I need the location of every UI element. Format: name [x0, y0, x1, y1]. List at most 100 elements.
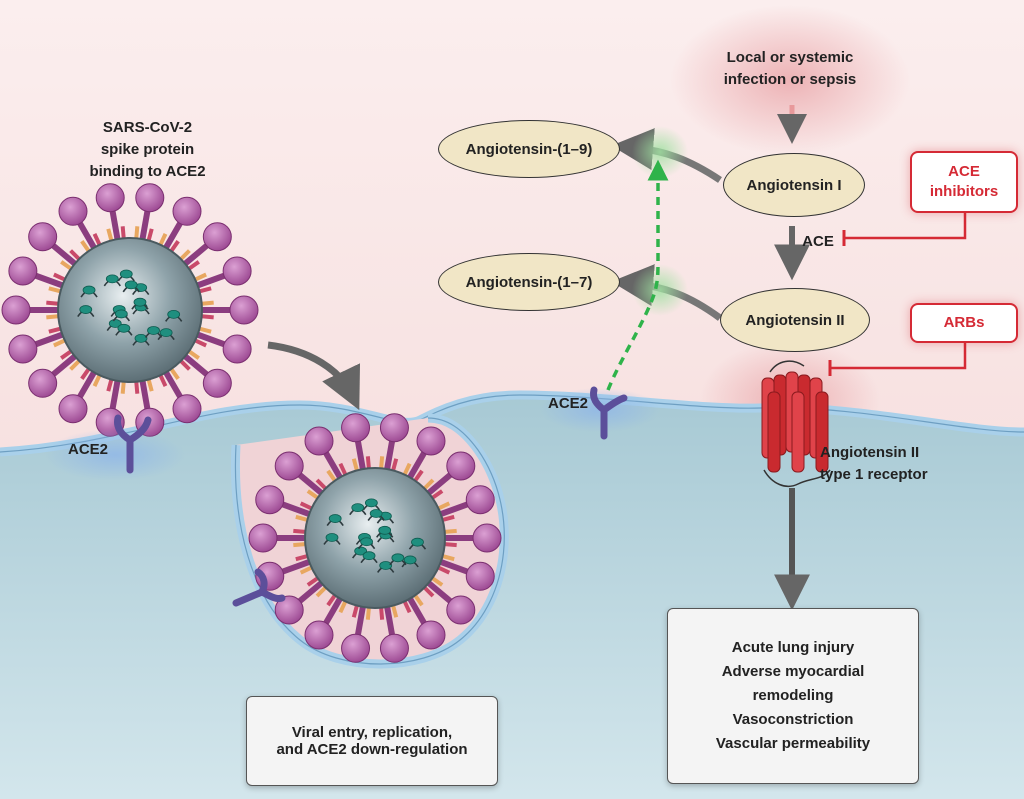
- angiotensin-1-9-oval: Angiotensin-(1–9): [438, 120, 620, 178]
- spike-head: [465, 485, 495, 515]
- receptor-helix: [815, 391, 829, 473]
- spike-head: [341, 413, 371, 443]
- membrane-protein: [92, 374, 102, 387]
- spike-head: [135, 183, 165, 213]
- membrane-protein: [187, 260, 200, 271]
- ace-inhibitor-connector: [844, 210, 967, 240]
- nucleocapsid: [325, 533, 339, 542]
- ace-inhibitors-line2: inhibitors: [929, 183, 999, 200]
- infection-glow: [670, 5, 910, 155]
- nucleocapsid: [364, 498, 378, 508]
- nucleocapsid: [134, 333, 148, 343]
- membrane-protein: [351, 605, 359, 618]
- spike-head: [222, 256, 252, 286]
- effect-adverse-myocardial: Adverse myocardial: [721, 663, 865, 680]
- ace2-receptor-endosome-icon: [232, 568, 286, 607]
- membrane-protein: [423, 586, 435, 598]
- membrane-protein: [179, 249, 191, 261]
- ace2-activity-glow-upper: [632, 126, 688, 178]
- nucleocapsid: [360, 537, 373, 547]
- angiotensin-1-7-oval: Angiotensin-(1–7): [438, 253, 620, 311]
- ace2-left-glow: [45, 429, 185, 481]
- ace-enzyme-label: ACE: [802, 233, 834, 250]
- membrane-protein: [46, 314, 59, 320]
- membrane-protein: [365, 456, 371, 469]
- ace-inhibitors-box: ACE inhibitors: [910, 151, 1018, 213]
- membrane-protein: [179, 359, 191, 371]
- at1-receptor-label-line1: Angiotensin II: [820, 444, 920, 461]
- membrane-protein: [413, 469, 424, 482]
- membrane-protein: [146, 228, 154, 241]
- membrane-protein: [199, 286, 212, 294]
- membrane-protein: [201, 300, 214, 306]
- viral-entry-box: Viral entry, replication, and ACE2 down-…: [246, 696, 498, 786]
- membrane-protein: [48, 326, 61, 334]
- nucleocapsid: [159, 328, 173, 338]
- at1-receptor-label-line2: type 1 receptor: [820, 466, 928, 483]
- membrane-protein: [413, 594, 424, 607]
- membrane-protein: [431, 576, 444, 587]
- membrane-protein: [69, 359, 81, 371]
- nucleocapsid: [403, 555, 417, 565]
- arb-connector: [830, 340, 967, 370]
- membrane-protein: [338, 600, 348, 614]
- ace2-activity-glow-lower: [632, 264, 688, 316]
- spike-head: [446, 451, 476, 481]
- nucleocapsid: [105, 274, 119, 284]
- membrane-protein: [48, 286, 61, 294]
- spike-head: [172, 196, 202, 226]
- cell-membrane-edge: [0, 394, 1024, 453]
- spike-head: [416, 620, 446, 650]
- effect-acute-lung-injury: Acute lung injury: [731, 639, 855, 656]
- receptor-helix: [791, 391, 805, 473]
- spike-head: [465, 561, 495, 591]
- membrane-protein: [158, 374, 168, 387]
- ace2-receptor-right-icon: [590, 386, 628, 440]
- membrane-protein: [53, 338, 66, 348]
- membrane-protein: [442, 514, 455, 522]
- membrane-protein: [169, 367, 180, 380]
- membrane-protein: [120, 226, 126, 239]
- nucleocapsid: [378, 525, 392, 535]
- effects-box: Acute lung injury Adverse myocardial rem…: [667, 608, 919, 784]
- virus-envelope: [304, 467, 446, 609]
- membrane-protein: [60, 260, 73, 271]
- ace2-label-left: ACE2: [67, 441, 108, 458]
- membrane-protein: [437, 565, 451, 575]
- membrane-protein: [201, 314, 214, 320]
- spike-head: [95, 183, 125, 213]
- spike-head: [274, 451, 304, 481]
- nucleocapsid: [124, 280, 138, 290]
- membrane-protein: [80, 367, 91, 380]
- membrane-protein: [351, 458, 359, 471]
- membrane-protein: [391, 458, 399, 471]
- membrane-protein: [80, 240, 91, 253]
- membrane-protein: [437, 501, 451, 511]
- membrane-protein: [199, 326, 212, 334]
- membrane-protein: [306, 576, 319, 587]
- virus-label-line1: SARS-CoV-2: [102, 119, 193, 136]
- membrane-protein: [169, 240, 180, 253]
- membrane-protein: [293, 528, 306, 534]
- viral-entry-line1: Viral entry, replication,: [291, 724, 453, 741]
- membrane-protein: [431, 489, 444, 500]
- membrane-protein: [338, 462, 348, 476]
- spike-head: [446, 595, 476, 625]
- membrane-protein: [46, 300, 59, 306]
- spike-head: [58, 394, 88, 424]
- infection-label: Local or systemic infection or sepsis: [700, 47, 880, 91]
- spike-head: [229, 295, 259, 325]
- nucleocapsid: [82, 285, 96, 295]
- receptor-tail: [763, 469, 831, 488]
- nucleocapsid: [369, 509, 383, 518]
- nucleocapsid: [362, 551, 376, 561]
- spike-head: [341, 633, 371, 663]
- membrane-protein: [134, 226, 140, 239]
- membrane-protein: [365, 607, 371, 620]
- nucleocapsid: [391, 553, 405, 563]
- nucleocapsid: [379, 561, 393, 570]
- nucleocapsid: [147, 326, 160, 335]
- spike-head: [472, 523, 502, 553]
- spike-head: [416, 426, 446, 456]
- membrane-protein: [326, 469, 337, 482]
